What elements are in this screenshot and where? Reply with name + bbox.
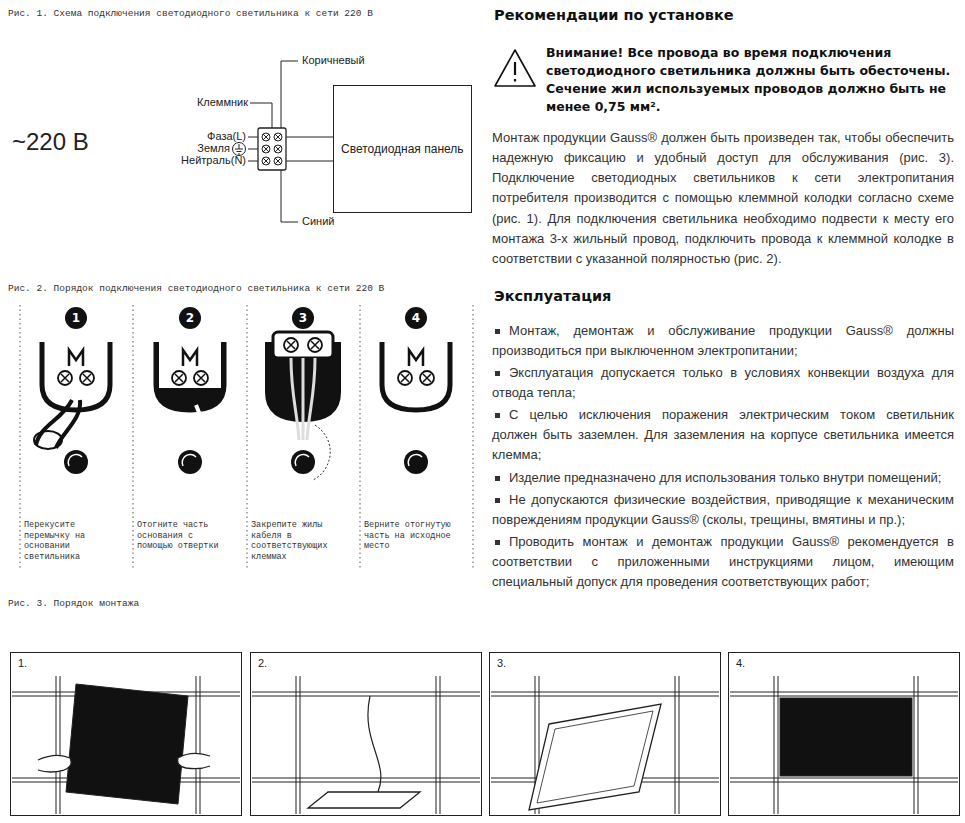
panel [66, 684, 188, 804]
terminal-screws [262, 133, 282, 165]
terminal [273, 332, 333, 358]
led-panel: Светодиодная панель [333, 85, 472, 213]
cable-path [313, 425, 330, 480]
panel [308, 792, 420, 808]
dashed-separator [133, 305, 134, 568]
bullet-marker [495, 413, 500, 418]
leader-line [281, 61, 298, 128]
step-number-text: 4 [412, 311, 420, 325]
bullet-marker [495, 329, 500, 334]
step-caption: Отогните часть основания с помощью отвер… [137, 520, 229, 552]
step-caption: Закрепите жилы кабеля в соответствующих … [251, 520, 343, 563]
step-drawing [156, 342, 224, 474]
step-number-text: 1 [72, 311, 80, 325]
jumper [69, 350, 83, 366]
hands [38, 753, 210, 772]
step-frame: 4. [728, 652, 960, 816]
bullet-marker [495, 540, 500, 545]
grommet [404, 450, 428, 474]
step-number-text: 2 [186, 311, 194, 325]
warning-text: Внимание! Все провода во время подключен… [546, 44, 956, 117]
step-drawing [382, 342, 450, 474]
dashed-separator [20, 305, 21, 568]
step-number: 4 [405, 307, 427, 329]
section-heading: Эксплуатация [494, 287, 954, 307]
warning-sign [495, 50, 535, 86]
fig3-drawing [12, 676, 958, 814]
step-number: 1 [65, 307, 87, 329]
step-number-text: 2. [257, 657, 268, 669]
cable-core [291, 358, 299, 440]
base-bracket [42, 342, 110, 410]
dashed-separator [247, 305, 248, 568]
step-frame: 1. [10, 652, 242, 816]
bullet-item: С целью исключения поражения электрическ… [492, 405, 954, 465]
wire-name: Фаза(L) [207, 129, 246, 144]
bullet-item: Монтаж, демонтаж и обслуживание продукци… [492, 321, 954, 361]
step-number-text: 4. [735, 657, 746, 669]
base-bracket [156, 342, 224, 410]
jumper [183, 350, 197, 366]
panel-label: Светодиодная панель [341, 142, 464, 156]
leader-line [281, 170, 298, 222]
bullet-item: Проводить монтаж и демонтаж продукции Ga… [492, 532, 954, 592]
panel [529, 704, 661, 810]
panel-wires [286, 137, 333, 161]
figure-caption: Рис. 2. Порядок подключения светодиодног… [8, 283, 478, 296]
terminal-block [258, 128, 286, 170]
step-drawing [265, 332, 341, 480]
supply-wires [248, 137, 258, 161]
step-frame: 2. [250, 652, 482, 816]
step-number: 2 [179, 307, 201, 329]
step-frame: 3. [489, 652, 721, 816]
wire-name: Нейтраль(N) [181, 153, 246, 168]
dashed-separator [360, 305, 361, 568]
section-heading: Рекомендации по установке [494, 6, 954, 26]
cable-core [302, 358, 305, 440]
wire-name: Земля [197, 141, 230, 156]
step-number-text: 3 [299, 311, 307, 325]
step-caption: Перекусите перемычку на основании светил… [24, 520, 116, 563]
dashed-separator [473, 305, 474, 568]
voltage-label: ~220 В [12, 126, 89, 158]
bullet-marker [495, 498, 500, 503]
cable-core [307, 358, 315, 440]
leader-line [250, 103, 272, 128]
grommet [178, 450, 202, 474]
cable [368, 696, 381, 792]
figure-caption: Рис. 1. Схема подключения светодиодного … [8, 8, 478, 21]
fig1-drawing [233, 61, 334, 222]
fig2-drawing [20, 305, 473, 568]
step-caption: Верните отогнутую часть на исходное мест… [364, 520, 456, 552]
step-drawing [34, 342, 110, 474]
panel [780, 698, 912, 776]
screwdriver [196, 405, 212, 445]
ground-symbol [233, 143, 246, 156]
wire-color: Синий [302, 214, 334, 229]
step-number-text: 1. [17, 657, 28, 669]
grommet [291, 450, 315, 474]
ceiling-grid [252, 676, 480, 814]
jumper [409, 350, 423, 366]
bullet-item: Эксплуатация допускается только в услови… [492, 363, 954, 403]
paragraph: Монтаж продукции Gauss® должен быть прои… [492, 128, 954, 269]
step-number-text: 3. [496, 657, 507, 669]
bullet-item: Не допускаются физические воздействия, п… [492, 490, 954, 530]
ceiling-grid [730, 676, 958, 814]
bullet-marker [495, 476, 500, 481]
bullet-item: Изделие предназначено для использования … [492, 468, 954, 488]
bullet-marker [495, 371, 500, 376]
ceiling-grid [12, 676, 240, 814]
grommet [64, 450, 88, 474]
wire-color: Коричневый [302, 53, 365, 68]
figure-caption: Рис. 3. Порядок монтажа [8, 598, 478, 611]
part-name: Клеммник [197, 95, 248, 110]
ceiling-grid [491, 676, 719, 814]
base-bracket [382, 342, 450, 410]
step-number: 3 [292, 307, 314, 329]
ground-wire [248, 149, 258, 150]
pliers [36, 400, 80, 448]
